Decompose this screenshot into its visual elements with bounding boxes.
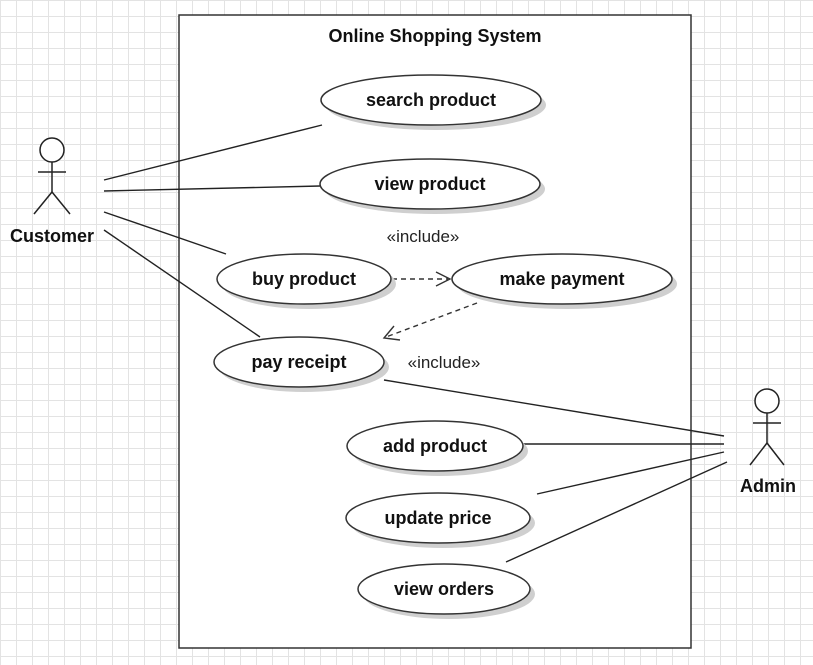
- include-label-payment-receipt: «include»: [408, 353, 481, 372]
- use-case-add-product[interactable]: add product: [346, 420, 528, 476]
- include-label-buy-payment: «include»: [387, 227, 460, 246]
- use-case-label: search product: [366, 90, 496, 110]
- association-admin-pay: [383, 379, 725, 437]
- use-case-label: view orders: [394, 579, 494, 599]
- use-case-make-payment[interactable]: make payment: [451, 253, 677, 309]
- association-customer-view: [103, 185, 321, 192]
- association-admin-update: [536, 451, 725, 495]
- include-arrow-buy-payment: [392, 271, 452, 287]
- association-customer-buy: [103, 211, 227, 255]
- actor-customer[interactable]: Customer: [10, 137, 94, 246]
- association-customer-search: [103, 124, 323, 181]
- use-case-label: add product: [383, 436, 487, 456]
- use-case-label: update price: [384, 508, 491, 528]
- use-case-view-orders[interactable]: view orders: [357, 563, 535, 619]
- use-case-view-product[interactable]: view product: [319, 158, 545, 214]
- include-arrow-payment-receipt: [382, 302, 478, 341]
- association-customer-pay: [103, 229, 261, 338]
- use-case-label: make payment: [499, 269, 624, 289]
- use-case-label: view product: [374, 174, 485, 194]
- stick-figure-icon: [749, 388, 785, 466]
- use-case-label: pay receipt: [251, 352, 346, 372]
- use-case-update-price[interactable]: update price: [345, 492, 535, 548]
- stick-figure-icon: [33, 137, 71, 215]
- association-admin-orders: [505, 461, 728, 563]
- actor-admin[interactable]: Admin: [740, 388, 796, 496]
- system-title: Online Shopping System: [328, 26, 541, 46]
- actor-label: Customer: [10, 226, 94, 246]
- use-case-buy-product[interactable]: buy product: [216, 253, 396, 309]
- use-case-label: buy product: [252, 269, 356, 289]
- use-case-pay-receipt[interactable]: pay receipt: [213, 336, 389, 392]
- actor-label: Admin: [740, 476, 796, 496]
- use-case-search-product[interactable]: search product: [320, 74, 546, 130]
